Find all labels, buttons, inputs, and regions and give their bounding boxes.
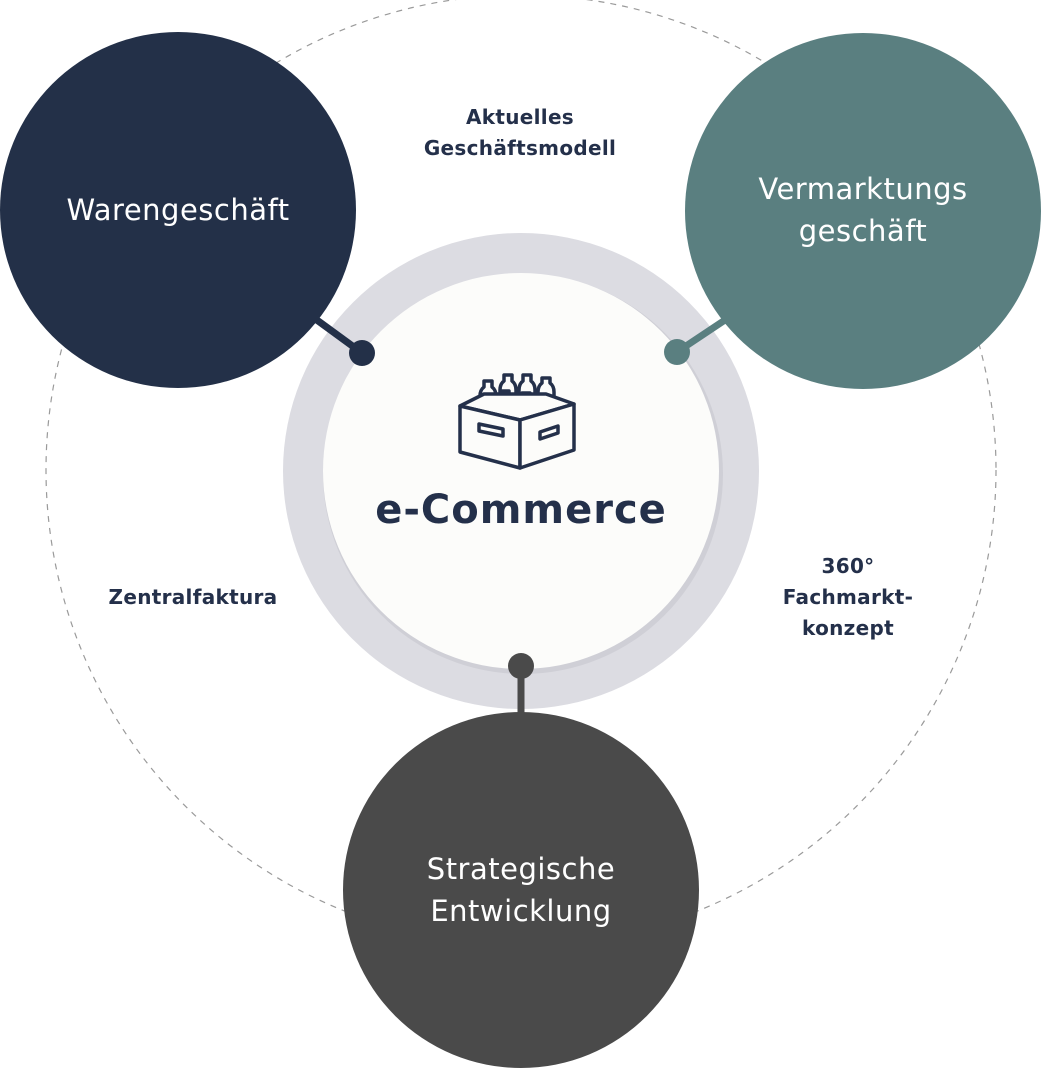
connector-dot-strategie xyxy=(508,653,534,679)
node-label-vermarktung-line2: geschäft xyxy=(798,214,928,248)
label-top-line2: Geschäftsmodell xyxy=(423,136,617,160)
bottle-crate-icon xyxy=(458,373,576,470)
center-disc xyxy=(323,273,719,669)
label-fachmarktkonzept: 360° Fachmarkt- konzept xyxy=(748,551,948,644)
connector-dot-warengeschaeft xyxy=(349,340,375,366)
center-title: e-Commerce xyxy=(375,487,667,533)
label-aktuelles-geschaeftsmodell: Aktuelles Geschäftsmodell xyxy=(370,102,670,164)
node-warengeschaeft xyxy=(0,32,356,388)
label-top-line1: Aktuelles xyxy=(465,105,575,129)
node-vermarktung xyxy=(685,33,1041,389)
label-right-line2: Fachmarkt- xyxy=(782,585,914,609)
node-label-vermarktung-line1: Vermarktungs xyxy=(758,172,968,206)
node-label-strategie-line1: Strategische xyxy=(426,852,616,886)
node-strategie xyxy=(343,712,699,1068)
node-label-strategie-line2: Entwicklung xyxy=(430,894,612,928)
node-label-strategie: Strategische Entwicklung xyxy=(371,848,671,932)
label-zentralfaktura: Zentralfaktura xyxy=(73,582,313,613)
node-label-vermarktung: Vermarktungs geschäft xyxy=(713,168,1013,252)
connector-dot-vermarktung xyxy=(664,339,690,365)
node-label-warengeschaeft-text: Warengeschäft xyxy=(66,193,290,227)
label-right-line1: 360° xyxy=(821,554,875,578)
label-right-line3: konzept xyxy=(802,616,894,640)
label-left-text: Zentralfaktura xyxy=(108,585,278,609)
node-label-warengeschaeft: Warengeschäft xyxy=(28,189,328,231)
